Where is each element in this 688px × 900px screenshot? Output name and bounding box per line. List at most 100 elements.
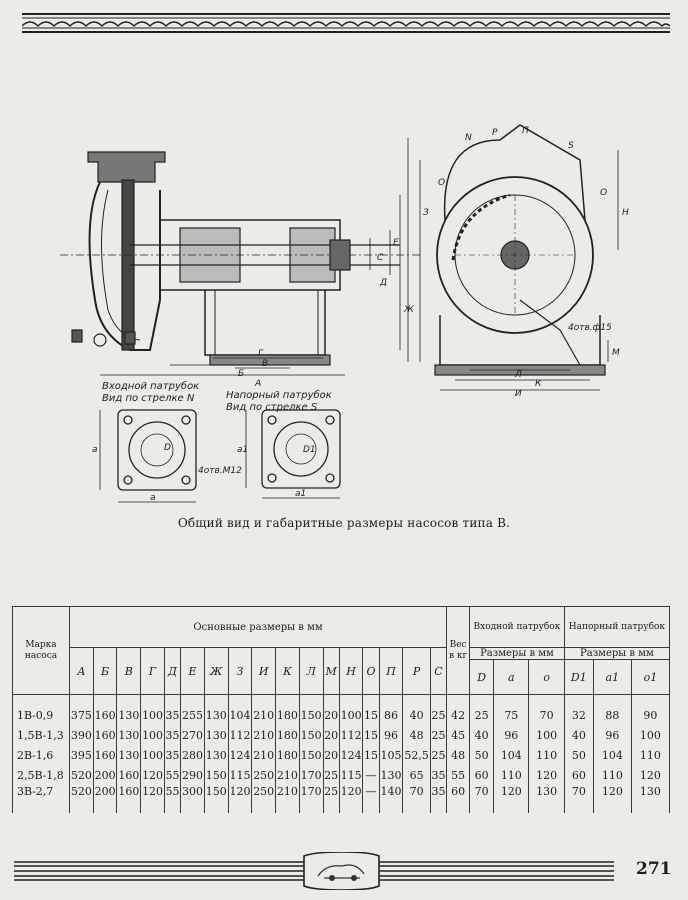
outlet-cell: 100 (630, 725, 671, 745)
side-label-zh: Ж (403, 305, 414, 315)
table-cell: 100 (140, 694, 165, 725)
table-cell: 130 (203, 745, 229, 765)
inlet-cell: 96 (493, 725, 530, 745)
row-weight: 60 (446, 785, 471, 813)
side-label-r: Р (492, 128, 498, 138)
table-cell: 150 (298, 725, 324, 745)
table-cell: 25 (322, 785, 340, 813)
table-cell: 124 (227, 745, 253, 765)
side-label-p: П (522, 126, 529, 136)
table-cell: 115 (227, 765, 253, 785)
inlet-dim-a-vertical: а (92, 445, 98, 455)
table-cell: 375 (69, 694, 94, 725)
col-m: М (322, 647, 340, 695)
col-s: С (429, 647, 448, 695)
table-cell: 520 (69, 765, 94, 785)
table-cell: 130 (378, 765, 404, 785)
col-v: В (116, 647, 142, 695)
pump-drawings: А Б В Г Д Е С N Р П S О О З Н Ж М Л К И … (60, 124, 629, 503)
col-inlet-a: a (493, 659, 530, 695)
col-p: П (378, 647, 404, 695)
table-cell: 15 (362, 694, 380, 725)
col-i: И (251, 647, 277, 695)
inlet-flange-subtitle: Вид по стрелке N (102, 393, 195, 404)
table-cell: 210 (275, 785, 300, 813)
pump-bolt-note: 4отв.ф15 (568, 323, 612, 333)
row-model: 1,5В-1,3 (12, 725, 70, 745)
col-r: Р (402, 647, 431, 695)
dim-label-a: А (254, 379, 261, 389)
col-o: О (362, 647, 380, 695)
inlet-flange-title: Входной патрубок (102, 380, 199, 392)
table-cell: 130 (203, 725, 229, 745)
header-outlet: Напорный патрубок (563, 606, 671, 648)
table-cell: 20 (322, 745, 340, 765)
table-cell: 150 (298, 694, 324, 725)
table-cell: 105 (378, 745, 404, 765)
header-inlet-dims: Размеры в мм (469, 647, 565, 660)
table-cell: 35 (163, 745, 182, 765)
dim-label-d: Д (379, 278, 387, 288)
col-n: Н (338, 647, 364, 695)
side-label-m: М (612, 348, 620, 358)
table-cell: 180 (275, 694, 300, 725)
inlet-cell: 60 (469, 765, 495, 785)
col-l: Л (298, 647, 324, 695)
side-label-s: S (568, 141, 574, 151)
table-cell: 65 (402, 765, 431, 785)
table-cell: 210 (251, 725, 277, 745)
side-label-i: И (515, 389, 522, 399)
outlet-cell: 110 (592, 765, 632, 785)
table-cell: 70 (402, 785, 431, 813)
table-cell: 112 (227, 725, 253, 745)
table-cell: 210 (251, 745, 277, 765)
outlet-cell: 130 (630, 785, 671, 813)
dim-label-e: Е (393, 238, 399, 248)
table-cell: 115 (338, 765, 364, 785)
side-label-k: К (535, 379, 542, 389)
table-cell: 25 (429, 745, 448, 765)
col-outlet-o1: o1 (630, 659, 671, 695)
table-cell: 200 (92, 765, 118, 785)
side-label-n2: Н (622, 208, 629, 218)
inlet-cell: 110 (528, 745, 565, 765)
table-cell: 160 (116, 785, 142, 813)
col-a: А (69, 647, 94, 695)
table-cell: 100 (140, 745, 165, 765)
inlet-cell: 104 (493, 745, 530, 765)
table-cell: 180 (275, 725, 300, 745)
table-cell: 270 (180, 725, 205, 745)
pump-dimensions-table: Марка насоса Основные размеры в мм Вес в… (12, 606, 671, 813)
inlet-cell: 120 (493, 785, 530, 813)
col-zh: Ж (203, 647, 229, 695)
header-weight: Вес в кг (446, 606, 471, 695)
table-cell: 52,5 (402, 745, 431, 765)
table-cell: 15 (362, 745, 380, 765)
header-main-dims: Основные размеры в мм (68, 606, 448, 648)
row-model: 2,5В-1,8 (12, 765, 70, 785)
table-cell: 55 (163, 785, 182, 813)
outlet-flange-subtitle: Вид по стрелке S (226, 402, 318, 413)
outlet-flange-view (245, 409, 341, 499)
inlet-cell: 50 (469, 745, 495, 765)
table-cell: 25 (429, 694, 448, 725)
outlet-cell: 88 (592, 694, 632, 725)
side-view (407, 124, 619, 391)
inlet-cell: 120 (528, 765, 565, 785)
col-inlet-d: D (469, 659, 495, 695)
outlet-cell: 70 (563, 785, 594, 813)
col-k: К (275, 647, 300, 695)
table-cell: 150 (203, 785, 229, 813)
table-cell: 140 (378, 785, 404, 813)
inlet-cell: 25 (469, 694, 495, 725)
figure-caption: Общий вид и габаритные размеры насосов т… (177, 516, 511, 530)
col-outlet-d1: D1 (563, 659, 594, 695)
table-cell: 120 (140, 785, 165, 813)
inlet-bolt-note: 4отв.М12 (198, 466, 242, 476)
table-cell: 290 (180, 765, 205, 785)
table-cell: 170 (298, 765, 324, 785)
table-cell: 104 (227, 694, 253, 725)
outlet-cell: 90 (630, 694, 671, 725)
